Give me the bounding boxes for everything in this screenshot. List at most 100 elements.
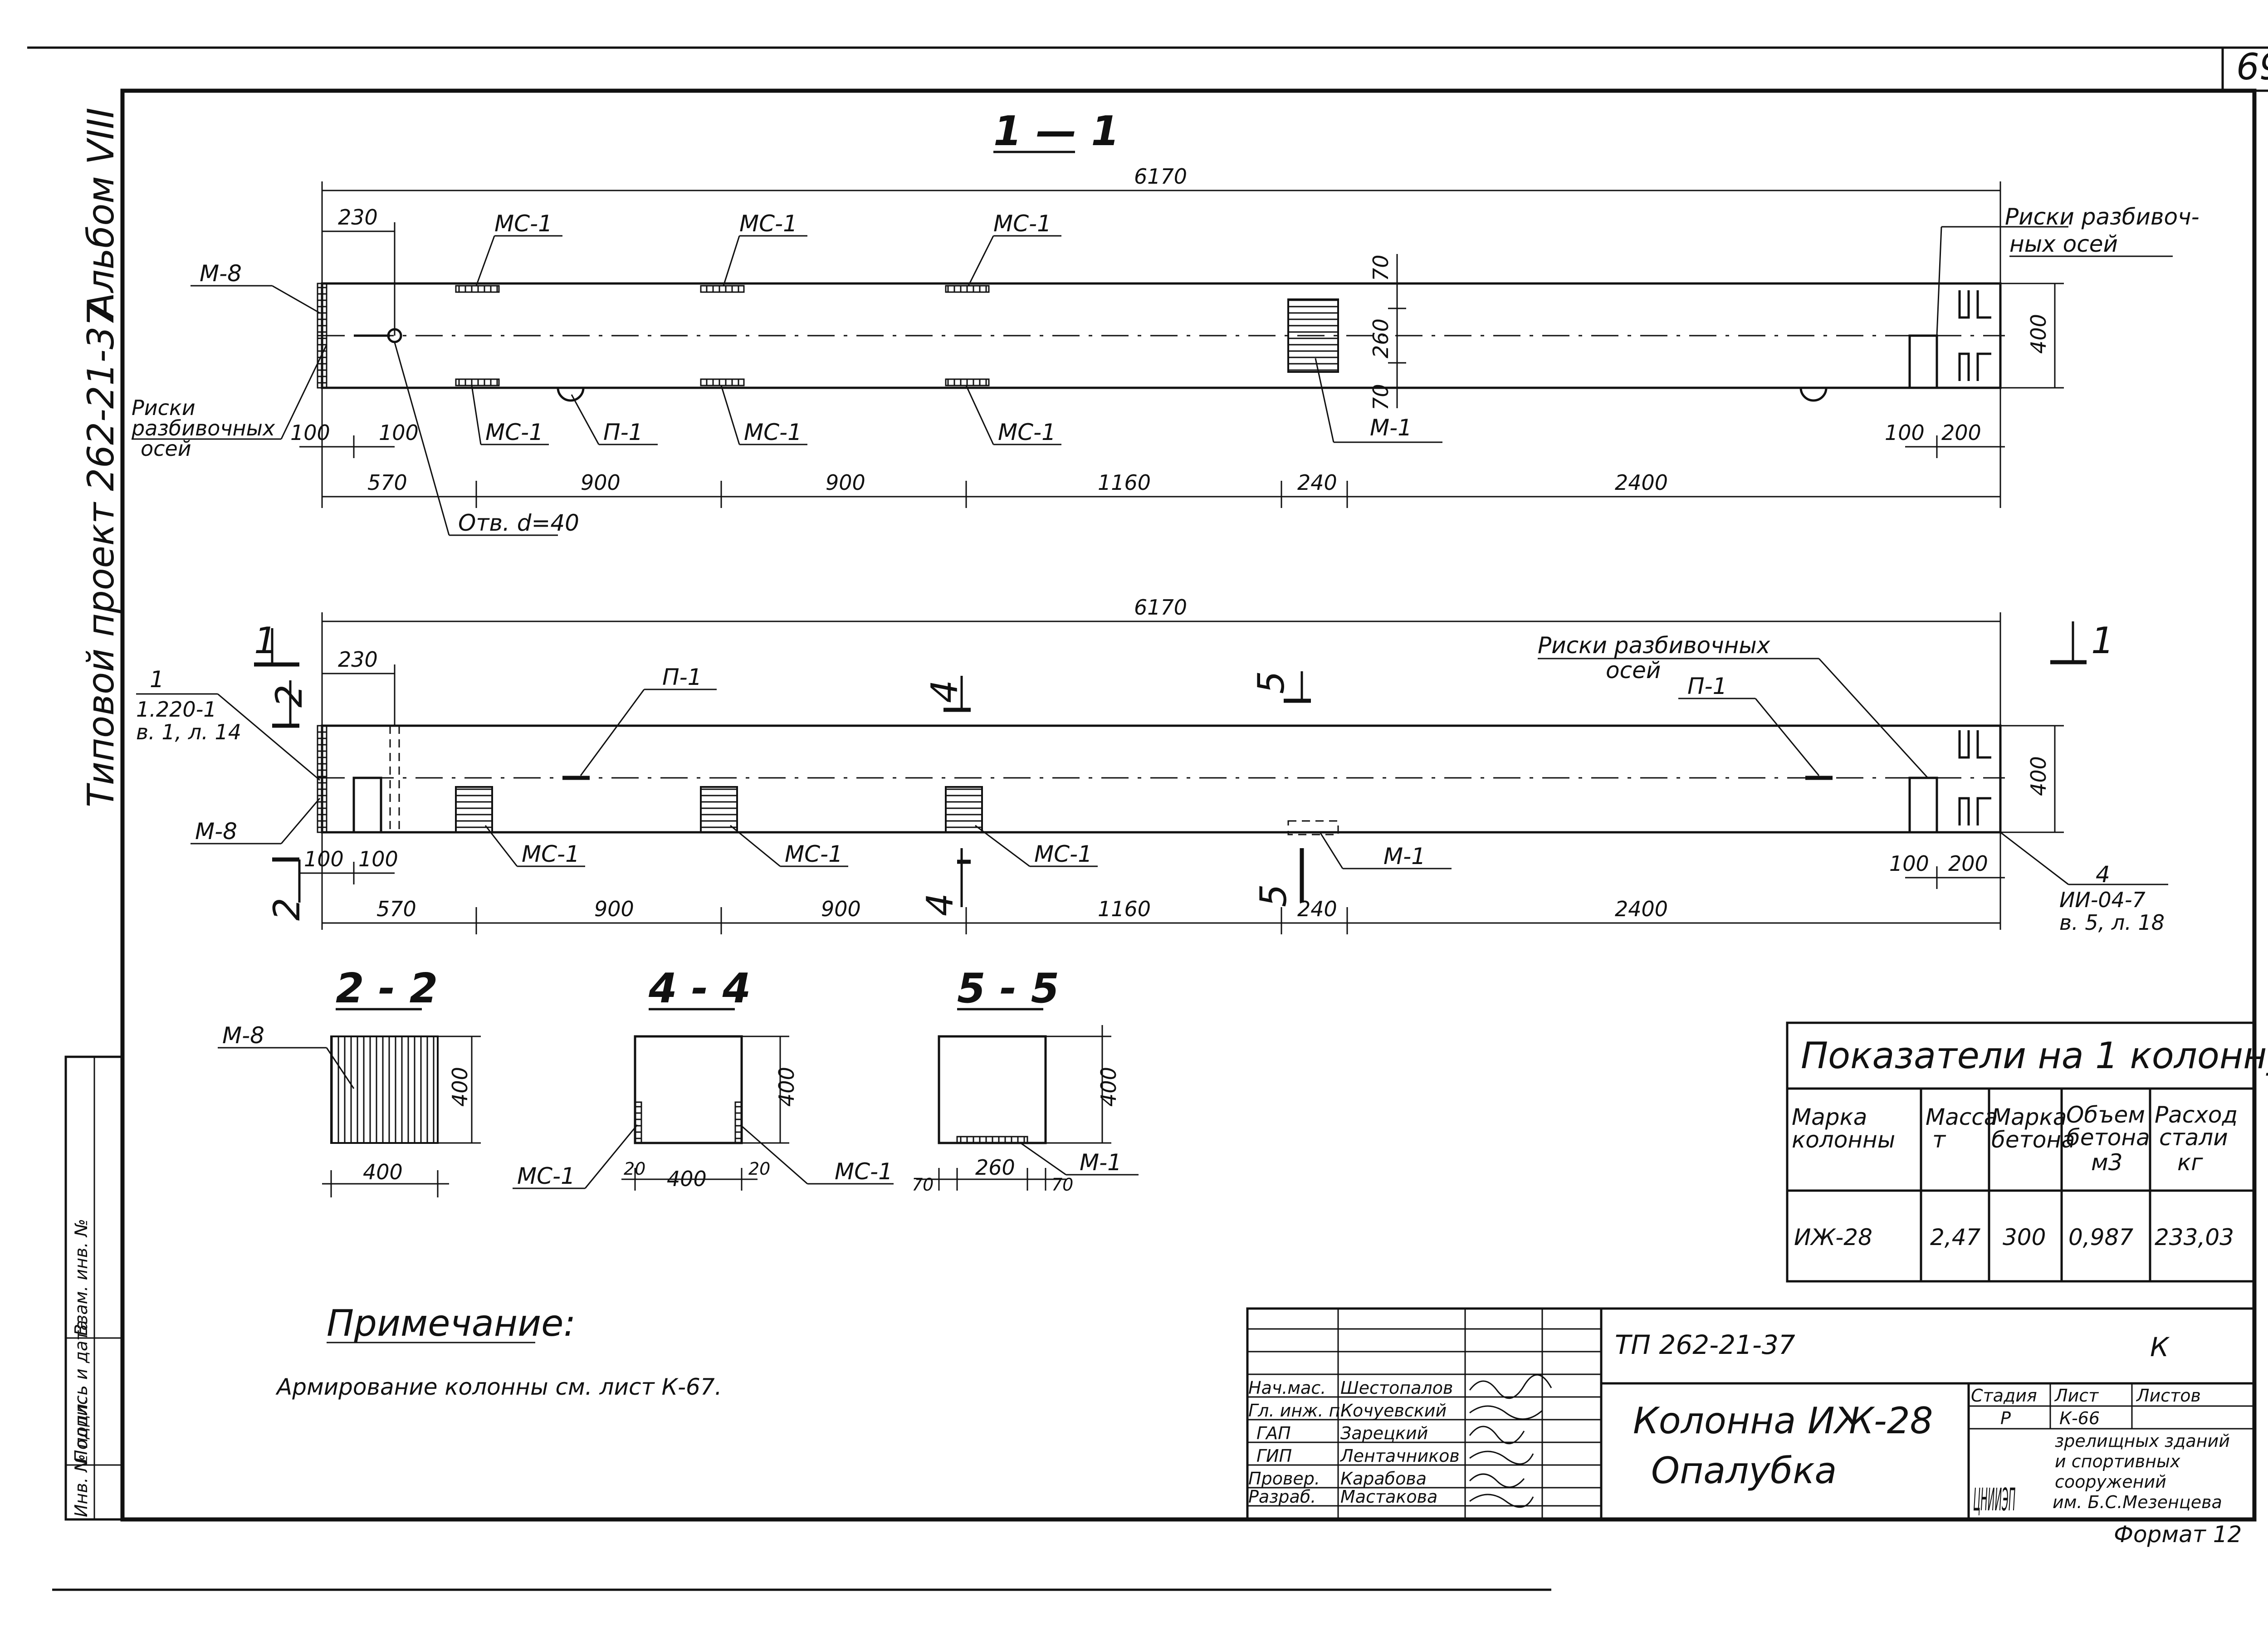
section-5-5-title: 5 - 5 — [957, 965, 1059, 1012]
svg-text:2: 2 — [268, 684, 310, 708]
tb-h-stage: Стадия — [1971, 1386, 2037, 1406]
signatures — [1469, 1374, 1552, 1508]
plate-mc1-top-2 — [700, 285, 745, 293]
dim-240-1-1: 240 — [1297, 470, 1337, 495]
plate-mc1-bot-2 — [700, 378, 745, 386]
section-4-4-title: 4 - 4 — [648, 965, 751, 1012]
dim-total-plan: 6170 — [1134, 595, 1187, 620]
dim-a-5-5: 70 — [912, 1175, 934, 1195]
dim-900b-plan: 900 — [821, 897, 861, 921]
label-risks-left-3: осей — [141, 436, 191, 461]
loop-p1-left — [557, 387, 585, 402]
dim-1160-1-1: 1160 — [1098, 470, 1151, 495]
section-2-2-plate — [330, 1035, 439, 1144]
label-p1-1-1: П-1 — [603, 419, 643, 445]
indicators-table — [1786, 1021, 2256, 1283]
plate-mc1-plan-2 — [700, 786, 738, 833]
ref4-sheet: в. 5, л. 18 — [2059, 910, 2165, 935]
label-mc1-plan-3: МС-1 — [1034, 841, 1092, 867]
right-end-notch-plan-bot — [1958, 797, 1991, 825]
tb-k: К — [2150, 1332, 2170, 1363]
tb-h-sheet: Лист — [2054, 1386, 2099, 1406]
tb-org-2: и спортивных — [2055, 1451, 2180, 1471]
label-mc1-top-2: МС-1 — [739, 210, 797, 237]
section-mark-5-top: 5 — [1250, 671, 1311, 703]
label-mc1-bot-1: МС-1 — [485, 419, 543, 445]
label-p1-plan-2: П-1 — [1687, 673, 1727, 699]
svg-text:5: 5 — [1252, 884, 1295, 907]
ref4-series: ИИ-04-7 — [2059, 888, 2146, 912]
label-m1-plan: М-1 — [1383, 843, 1426, 869]
tb-role-5: Разраб. — [1248, 1487, 1316, 1507]
label-mc1-top-1: МС-1 — [494, 210, 552, 237]
hdr-steel-3: кг — [2177, 1149, 2203, 1176]
ref4-number: 4 — [2096, 861, 2110, 888]
cell-volume: 0,987 — [2068, 1224, 2133, 1250]
dim-100a-plan: 100 — [304, 847, 344, 871]
hdr-volume-3: м3 — [2091, 1149, 2123, 1176]
hdr-mass-2: т — [1932, 1127, 1946, 1153]
label-m1-5-5: М-1 — [1080, 1149, 1122, 1176]
section-4-4-mc-left — [634, 1101, 642, 1144]
dim-200r-plan: 200 — [1948, 851, 1988, 876]
loop-p1-right — [1799, 387, 1828, 402]
hdr-steel-2: стали — [2159, 1124, 2228, 1151]
dim-900a-1-1: 900 — [581, 470, 621, 495]
label-risks-right-2: ных осей — [2009, 231, 2118, 257]
label-m8-1-1: М-8 — [200, 260, 242, 287]
label-risks-plan-2: осей — [1606, 657, 1661, 684]
plate-mc1-plan-1 — [455, 786, 493, 833]
dim-100r-plan: 100 — [1889, 851, 1929, 876]
right-end-notch-bot — [1958, 352, 1991, 381]
tb-role-0: Нач.мас. — [1248, 1378, 1326, 1398]
cell-concrete: 300 — [2003, 1224, 2046, 1250]
dim-c1-4-4: 20 — [624, 1159, 645, 1179]
plate-mc1-bot-3 — [945, 378, 990, 386]
plate-mc1-top-1 — [455, 285, 500, 293]
dim-2400-plan: 2400 — [1615, 897, 1668, 921]
right-end-notch-top — [1958, 290, 1991, 319]
svg-text:2: 2 — [266, 898, 308, 921]
right-end-notch-plan-top — [1958, 730, 1991, 759]
label-mc1-top-3: МС-1 — [993, 210, 1051, 237]
dim-100a-1-1: 100 — [290, 420, 330, 445]
section-mark-1-left: 1 — [254, 620, 299, 667]
tb-org-3: сооружений — [2055, 1472, 2166, 1492]
hdr-mark-2: колонны — [1792, 1127, 1895, 1153]
dim-v70a: 70 — [1369, 254, 1393, 281]
tb-name-2: Зарецкий — [1340, 1423, 1428, 1443]
label-risks-plan-1: Риски разбивочных — [1538, 632, 1770, 659]
tb-name-line2: Опалубка — [1651, 1450, 1837, 1492]
svg-text:1: 1 — [254, 620, 277, 662]
page-number: 69 — [2236, 46, 2268, 88]
ref1-sheet: в. 1, л. 14 — [136, 720, 241, 744]
label-risks-left-1: Риски — [132, 396, 196, 420]
tb-format: Формат 12 — [2114, 1521, 2242, 1548]
stamp-replaces: Взам. инв. № — [71, 1219, 91, 1336]
hdr-volume-1: Объем — [2066, 1102, 2145, 1128]
tb-role-4: Провер. — [1248, 1469, 1320, 1489]
dim-230-1-1: 230 — [338, 205, 378, 230]
dim-c2-4-4: 20 — [748, 1159, 770, 1179]
plate-m1-1-1 — [1287, 298, 1339, 373]
tb-role-2: ГАП — [1256, 1423, 1291, 1443]
tb-org-logo: ЦНИИЭП — [1973, 1481, 2016, 1518]
tb-name-3: Лентачников — [1339, 1446, 1460, 1466]
ref1-number: 1 — [150, 666, 164, 693]
section-mark-4-bottom: 4 — [919, 848, 971, 916]
dim-h-4-4: 400 — [774, 1067, 799, 1107]
tb-h-sheets: Листов — [2136, 1386, 2201, 1406]
left-end-mark-plan — [352, 776, 382, 834]
tb-sheet: К-66 — [2059, 1408, 2100, 1428]
plate-m1-plan — [1287, 820, 1339, 835]
label-mc1-plan-1: МС-1 — [522, 841, 580, 867]
page-number-box — [2221, 48, 2268, 92]
section-mark-2-top: 2 — [268, 680, 310, 728]
label-mc1-bot-2: МС-1 — [744, 419, 802, 445]
dim-900b-1-1: 900 — [826, 470, 865, 495]
tb-name-line1: Колонна ИЖ-28 — [1633, 1400, 1933, 1442]
plate-mc1-top-3 — [945, 285, 990, 293]
label-hole-d40: Отв. d=40 — [458, 510, 579, 536]
dim-v260: 260 — [1369, 318, 1393, 358]
